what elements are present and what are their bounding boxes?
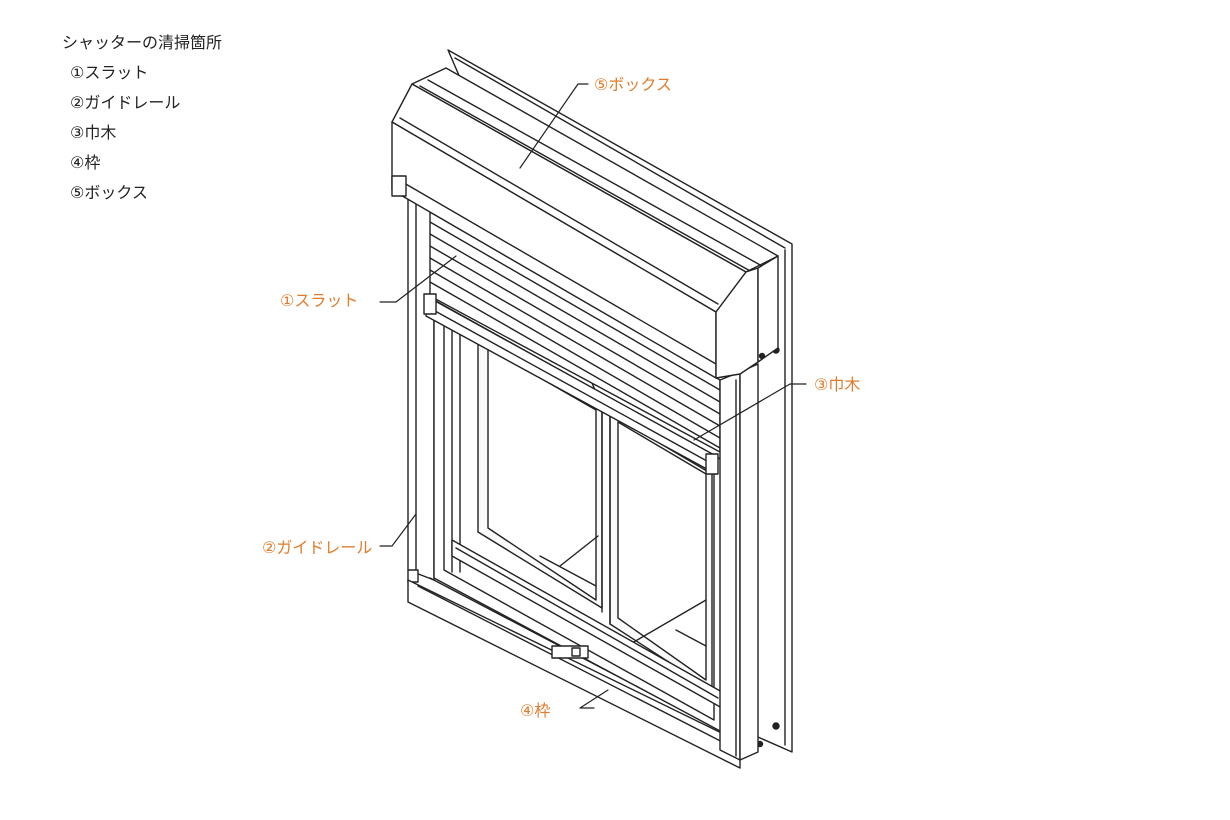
window-sashes (451, 339, 723, 709)
callout-baseboard: ③巾木 (814, 375, 860, 394)
legend-item-slat: ①スラット (70, 63, 149, 82)
guide-rail-right (719, 363, 759, 761)
legend-item-box: ⑤ボックス (70, 183, 148, 202)
callout-frame: ④枠 (520, 701, 550, 720)
shutter-bottom-bar (423, 293, 719, 475)
callout-box: ⑤ボックス (594, 75, 672, 94)
legend-item-guide-rail: ②ガイドレール (70, 93, 181, 112)
callout-slat: ①スラット (280, 291, 358, 310)
legend-item-frame: ④枠 (70, 153, 101, 172)
legend-item-baseboard: ③巾木 (70, 123, 117, 142)
shutter-box (391, 67, 779, 379)
callout-guide-rail: ②ガイドレール (262, 538, 372, 557)
leader-lines (379, 83, 807, 709)
legend-title: シャッターの清掃箇所 (62, 33, 223, 52)
legend: シャッターの清掃箇所 ①スラット ②ガイドレール ③巾木 ④枠 ⑤ボックス (62, 28, 222, 208)
